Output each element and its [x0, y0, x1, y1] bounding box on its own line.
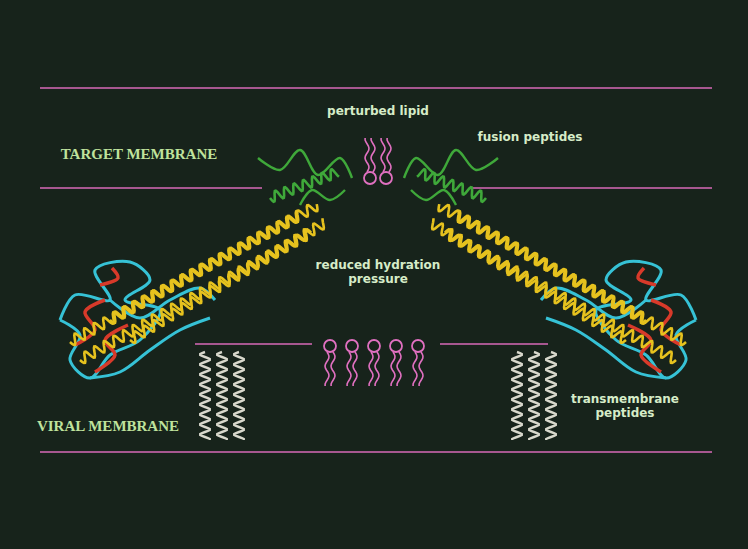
protein-right — [404, 150, 696, 440]
transmembrane-helix — [217, 352, 227, 440]
fusion-peptide — [411, 190, 456, 205]
transmembrane-helix — [546, 352, 556, 440]
structure-label: perturbed lipid — [313, 104, 443, 118]
loop-strand — [90, 318, 210, 378]
membrane-label: VIRAL MEMBRANE — [23, 417, 193, 435]
lipid-molecule — [412, 340, 424, 386]
structure-label: transmembrane peptides — [565, 392, 685, 421]
alpha-helix — [439, 204, 646, 323]
lipid-molecule — [324, 340, 336, 386]
membrane-line — [440, 343, 548, 345]
membrane-line — [195, 343, 312, 345]
lipid-molecule — [364, 138, 376, 184]
beta-strand — [100, 268, 118, 285]
loop-strand — [546, 318, 666, 378]
membrane-line — [40, 187, 262, 189]
transmembrane-helix — [200, 352, 210, 440]
fusion-peptide — [404, 150, 498, 178]
lipid-molecule — [380, 138, 392, 184]
beta-strand — [638, 268, 656, 285]
region-label: reduced hydration pressure — [308, 258, 448, 287]
lipid-molecule — [368, 340, 380, 386]
membrane-line — [40, 87, 712, 89]
transmembrane-helix — [512, 352, 522, 440]
transmembrane-helix — [234, 352, 244, 440]
fusion-peptide — [300, 190, 345, 205]
alpha-helix — [459, 211, 686, 345]
membrane-line — [40, 451, 712, 453]
alpha-helix — [130, 218, 324, 343]
lipid-molecule — [390, 340, 402, 386]
membrane-label: TARGET MEMBRANE — [44, 145, 234, 163]
alpha-helix — [70, 211, 297, 345]
protein-left — [60, 150, 352, 440]
structure-label: fusion peptides — [465, 130, 595, 144]
alpha-helix — [110, 204, 317, 323]
alpha-helix — [432, 218, 626, 343]
fusion-peptide — [258, 150, 352, 178]
membrane-line — [470, 187, 712, 189]
lipid-molecule — [346, 340, 358, 386]
transmembrane-helix — [529, 352, 539, 440]
